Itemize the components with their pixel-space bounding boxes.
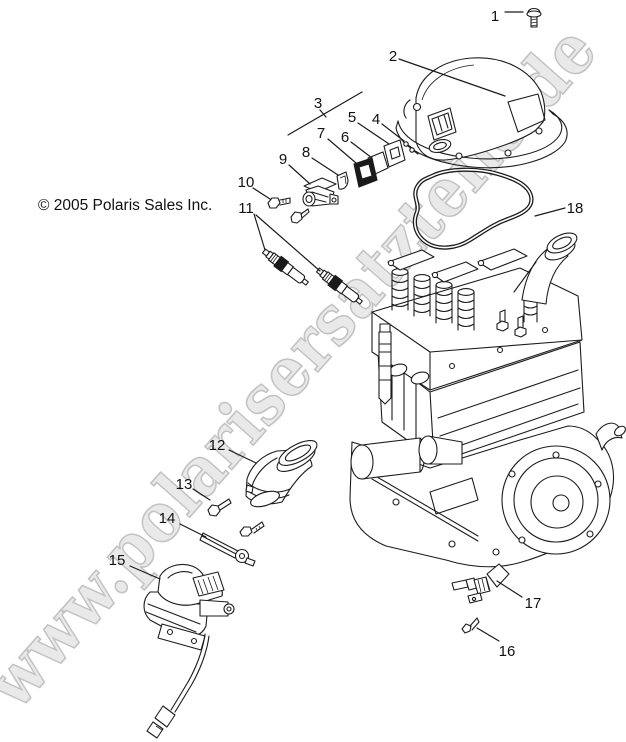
block-sensor bbox=[378, 323, 392, 405]
side-cover bbox=[501, 445, 611, 555]
callout-label-11: 11 bbox=[238, 200, 254, 217]
callout-label-6: 6 bbox=[341, 129, 349, 146]
engine-assembly-drawing bbox=[349, 232, 626, 568]
callout-label-4: 4 bbox=[372, 111, 380, 128]
valve-springs bbox=[391, 268, 538, 331]
copyright-text: © 2005 Polaris Sales Inc. bbox=[38, 197, 212, 214]
cover-gasket-drawing bbox=[412, 167, 534, 250]
callout-labels: 1 2 3 4 5 6 7 8 9 10 11 12 13 14 15 16 1… bbox=[109, 8, 584, 660]
callout-label-2: 2 bbox=[389, 48, 397, 65]
spark-plug-2-drawing bbox=[315, 267, 363, 305]
fitting-13-drawing bbox=[207, 498, 232, 517]
hose-14-drawing bbox=[199, 532, 256, 567]
flange-bolt-drawing bbox=[239, 521, 265, 537]
callout-label-13: 13 bbox=[176, 476, 193, 493]
callout-label-17: 17 bbox=[525, 595, 542, 612]
plate-and-gasket-parts bbox=[336, 139, 419, 190]
bolt-16-drawing bbox=[461, 617, 480, 634]
valve-cover-drawing bbox=[395, 57, 568, 169]
callout-label-1: 1 bbox=[491, 8, 499, 25]
callout-label-8: 8 bbox=[302, 144, 310, 161]
cover-bolt-drawing bbox=[526, 7, 542, 28]
intake-boot-drawing bbox=[245, 440, 318, 508]
cylinder-block bbox=[377, 341, 585, 463]
callout-label-7: 7 bbox=[317, 125, 325, 142]
coil-bolt-drawing bbox=[290, 208, 310, 224]
bolt-10-drawing bbox=[267, 197, 291, 209]
throttle-body-drawing bbox=[143, 563, 235, 739]
callout-label-14: 14 bbox=[159, 510, 176, 527]
callout-label-9: 9 bbox=[279, 151, 287, 168]
callout-label-16: 16 bbox=[499, 643, 516, 660]
callout-label-10: 10 bbox=[238, 174, 255, 191]
callout-label-3: 3 bbox=[314, 95, 322, 112]
coil-drawing bbox=[302, 177, 339, 207]
callout-label-12: 12 bbox=[209, 437, 226, 454]
leader-lines bbox=[129, 11, 566, 642]
callout-label-15: 15 bbox=[109, 552, 126, 569]
rocker-arms bbox=[387, 248, 528, 283]
starter-motor bbox=[350, 435, 463, 480]
callout-label-18: 18 bbox=[567, 200, 584, 217]
intake-elbow bbox=[513, 232, 578, 305]
callout-label-5: 5 bbox=[348, 109, 356, 126]
spark-plug-1-drawing bbox=[261, 248, 309, 286]
sensor-17-drawing bbox=[451, 563, 510, 604]
